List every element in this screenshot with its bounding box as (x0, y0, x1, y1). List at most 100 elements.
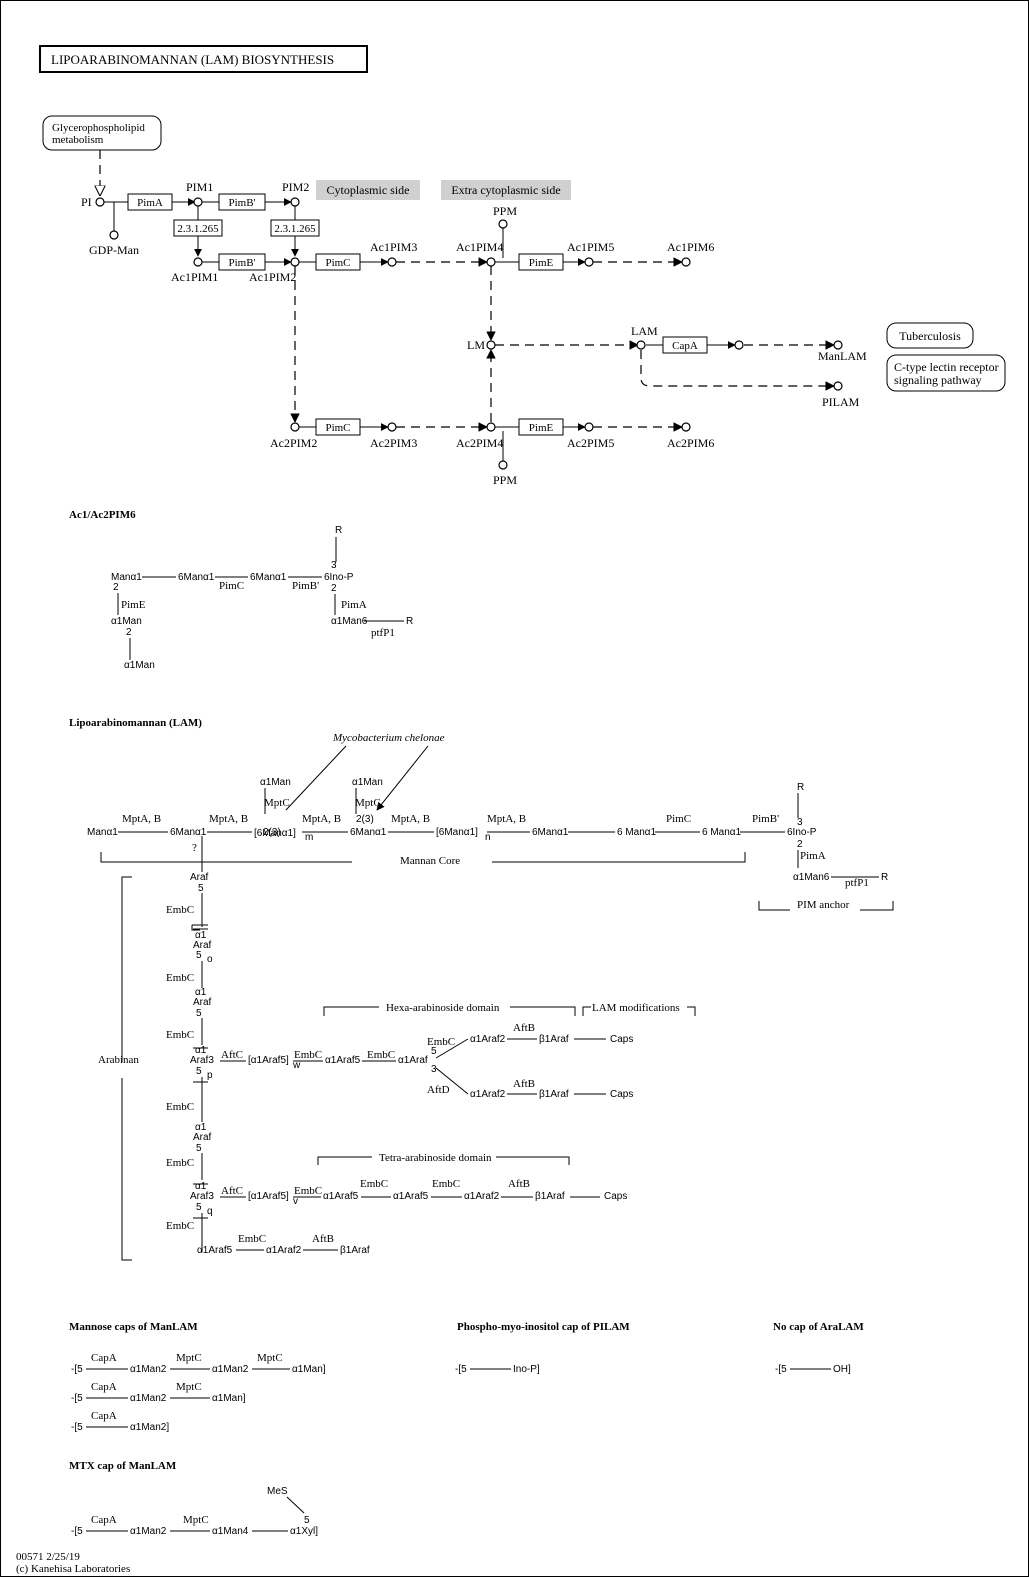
compound-ac2pim4[interactable] (486, 422, 496, 432)
page-title: LIPOARABINOMANNAN (LAM) BIOSYNTHESIS (51, 52, 334, 67)
svg-text:α1Man2: α1Man2 (212, 1364, 249, 1375)
svg-text:PimE: PimE (529, 257, 554, 269)
compound-lam[interactable] (636, 340, 646, 350)
compound-ac1pim1[interactable] (193, 257, 203, 267)
svg-text:α1Xyl]: α1Xyl] (290, 1526, 318, 1537)
label-lam: LAM (631, 324, 658, 338)
svg-text:α1Araf5: α1Araf5 (197, 1245, 233, 1256)
svg-text:6Manα1: 6Manα1 (250, 572, 287, 583)
svg-text:CapA: CapA (672, 340, 698, 352)
svg-text:α1Araf2: α1Araf2 (470, 1034, 506, 1045)
section-no-cap: No cap of AraLAM (773, 1321, 864, 1333)
enzyme-ec-2[interactable]: 2.3.1.265 (270, 219, 320, 237)
enzyme-pimc-2[interactable]: PimC (315, 418, 361, 436)
compound-ac1pim5[interactable] (584, 257, 594, 267)
svg-text:EmbC: EmbC (360, 1178, 388, 1190)
label-ac1pim3: Ac1PIM3 (370, 240, 417, 254)
svg-text:OH]: OH] (833, 1364, 851, 1375)
compound-pi[interactable] (95, 197, 105, 207)
svg-text:CapA: CapA (91, 1352, 117, 1364)
svg-text:Araf3: Araf3 (190, 1055, 214, 1066)
compound-ac1pim2[interactable] (290, 257, 300, 267)
svg-text:2: 2 (797, 839, 803, 850)
compound-ac2pim2[interactable] (290, 422, 300, 432)
enzyme-ec-1[interactable]: 2.3.1.265 (173, 219, 223, 237)
label-pim1: PIM1 (186, 180, 213, 194)
svg-text:MptC: MptC (264, 797, 290, 809)
svg-text:3: 3 (797, 817, 803, 828)
compound-pim1[interactable] (193, 197, 203, 207)
compound-ac1pim4[interactable] (486, 257, 496, 267)
svg-text:α1: α1 (195, 987, 207, 998)
compound-ac2pim5[interactable] (584, 422, 594, 432)
enzyme-pimb-1[interactable]: PimB' (218, 193, 266, 211)
svg-text:EmbC: EmbC (367, 1049, 395, 1061)
compound-ac2pim3[interactable] (387, 422, 397, 432)
enzyme-pimb-2[interactable]: PimB' (218, 253, 266, 271)
label-manlam: ManLAM (818, 349, 867, 363)
map-link-glycerophospholipid[interactable] (42, 115, 162, 151)
label-lm: LM (467, 338, 485, 352)
compound-manlam[interactable] (833, 340, 843, 350)
svg-text:ptfP1: ptfP1 (371, 627, 395, 639)
svg-text:α1: α1 (195, 1122, 207, 1133)
title-box (39, 45, 368, 73)
enzyme-pimc-1[interactable]: PimC (315, 253, 361, 271)
label-ac2pim5: Ac2PIM5 (567, 436, 614, 450)
svg-text:v: v (293, 1196, 298, 1207)
svg-text:6Ino-P: 6Ino-P (787, 827, 817, 838)
svg-text:-[5: -[5 (775, 1364, 787, 1375)
svg-text:2: 2 (113, 582, 119, 593)
compound-intermediate[interactable] (734, 340, 744, 350)
lam-pimc: PimC (666, 813, 691, 825)
label-ac1pim6: Ac1PIM6 (667, 240, 714, 254)
compound-ppm-top[interactable] (498, 219, 508, 229)
svg-text:2(3): 2(3) (263, 827, 281, 838)
map-link-ctype-lectin[interactable] (886, 354, 1006, 392)
enzyme-pime-1[interactable]: PimE (518, 253, 564, 271)
svg-text:5: 5 (431, 1046, 437, 1057)
svg-text:α1Man2: α1Man2 (130, 1393, 167, 1404)
compound-lm[interactable] (486, 340, 496, 350)
svg-text:PimB': PimB' (228, 257, 255, 269)
tetra-domain-label: Tetra-arabinoside domain (379, 1152, 492, 1164)
svg-text:o: o (207, 954, 213, 965)
svg-text:3: 3 (431, 1064, 437, 1075)
enzyme-pime-2[interactable]: PimE (518, 418, 564, 436)
svg-text:Caps: Caps (610, 1034, 633, 1045)
enzyme-pima[interactable]: PimA (127, 193, 173, 211)
mannan-core-label: Mannan Core (400, 855, 460, 867)
svg-text:5: 5 (304, 1515, 310, 1526)
svg-text:2: 2 (331, 583, 337, 594)
svg-text:α1Man6: α1Man6 (331, 616, 368, 627)
compound-ac1pim6[interactable] (681, 257, 691, 267)
svg-text:Araf: Araf (193, 940, 212, 951)
svg-text:6Manα1: 6Manα1 (170, 827, 207, 838)
label-ac1pim5: Ac1PIM5 (567, 240, 614, 254)
section-pim6-title: Ac1/Ac2PIM6 (69, 509, 136, 521)
label-pi: PI (81, 195, 92, 209)
compound-ppm-bottom[interactable] (498, 460, 508, 470)
footer-copyright: (c) Kanehisa Laboratories (16, 1563, 130, 1575)
label-pilam: PILAM (822, 395, 860, 409)
compound-ac2pim6[interactable] (681, 422, 691, 432)
compound-gdpman[interactable] (109, 230, 119, 240)
svg-text:α1: α1 (195, 1045, 207, 1056)
svg-text:5: 5 (196, 1008, 202, 1019)
compound-ac1pim3[interactable] (387, 257, 397, 267)
pim6-pime: PimE (121, 599, 146, 611)
svg-text:α1: α1 (195, 930, 207, 941)
enzyme-capa[interactable]: CapA (662, 336, 708, 354)
label-ppm-bottom: PPM (493, 473, 517, 487)
compound-pim2[interactable] (290, 197, 300, 207)
label-pim2: PIM2 (282, 180, 309, 194)
svg-text:CapA: CapA (91, 1410, 117, 1422)
map-link-tuberculosis[interactable] (886, 322, 974, 349)
lam-pima: PimA (800, 850, 826, 862)
svg-text:AftB: AftB (513, 1078, 535, 1090)
compound-pilam[interactable] (833, 381, 843, 391)
svg-text:PimB': PimB' (228, 197, 255, 209)
svg-text:CapA: CapA (91, 1381, 117, 1393)
svg-text:6 Manα1: 6 Manα1 (702, 827, 742, 838)
svg-text:β1Araf: β1Araf (340, 1245, 370, 1256)
